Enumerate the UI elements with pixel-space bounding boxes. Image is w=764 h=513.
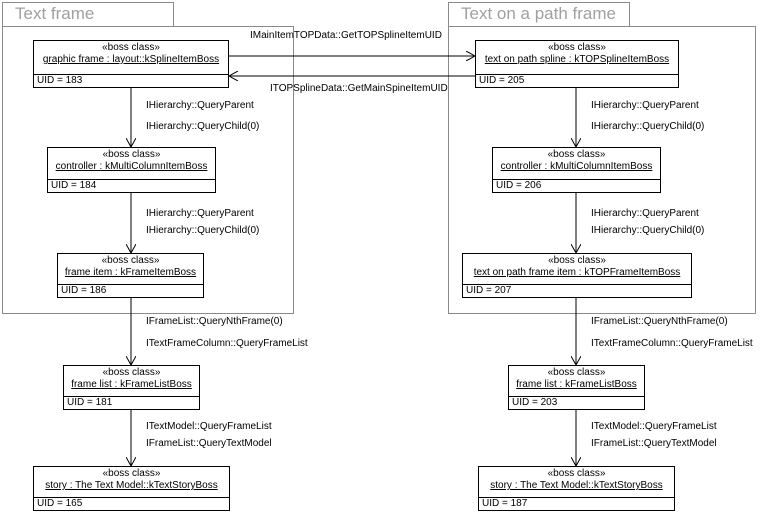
label-left-query-frame-list-col: ITextFrameColumn::QueryFrameList [146,338,308,349]
controller-left-box: «boss class» controller : kMultiColumnIt… [47,147,216,193]
label-left-query-parent-2: IHierarchy::QueryParent [146,208,254,219]
label-right-query-frame-list-model: ITextModel::QueryFrameList [591,421,717,432]
stereotype-label: «boss class» [547,149,606,160]
box-name: controller : kMultiColumnItemBoss [500,161,653,172]
box-uid: UID = 187 [479,497,674,510]
label-right-query-parent-2: IHierarchy::QueryParent [591,208,699,219]
label-right-query-text-model: IFrameList::QueryTextModel [591,438,717,449]
text-frame-title: Text frame [15,4,95,23]
graphic-frame-box: «boss class» graphic frame : layout::kSp… [33,40,229,88]
label-right-query-parent-1: IHierarchy::QueryParent [591,100,699,111]
frame-list-right-box: «boss class» frame list : kFrameListBoss… [508,365,645,410]
label-get-main-spline: ITOPSplineData::GetMainSpineItemUID [270,83,448,94]
stereotype-label: «boss class» [102,367,161,378]
box-name: text on path frame item : kTOPFrameItemB… [473,267,681,278]
stereotype-label: «boss class» [101,255,160,266]
text-frame-tab: Text frame [2,2,174,26]
box-uid: UID = 186 [58,284,203,297]
story-right-box: «boss class» story : The Text Model::kTe… [478,466,675,511]
stereotype-label: «boss class» [547,468,606,479]
box-name: controller : kMultiColumnItemBoss [55,161,208,172]
stereotype-label: «boss class» [548,42,606,53]
label-left-query-child-1: IHierarchy::QueryChild(0) [146,121,260,132]
story-left-box: «boss class» story : The Text Model::kTe… [33,466,230,511]
frame-item-box: «boss class» frame item : kFrameItemBoss… [57,253,204,298]
label-right-query-child-2: IHierarchy::QueryChild(0) [591,225,705,236]
stereotype-label: «boss class» [547,367,606,378]
box-name: graphic frame : layout::kSplineItemBoss [42,54,220,65]
box-uid: UID = 205 [476,74,678,87]
box-name: frame item : kFrameItemBoss [64,267,197,278]
box-uid: UID = 203 [509,396,644,409]
box-name: frame list : kFrameListBoss [71,379,192,390]
box-uid: UID = 184 [48,179,215,192]
stereotype-label: «boss class» [548,255,606,266]
box-name: story : The Text Model::kTextStoryBoss [490,480,663,491]
box-uid: UID = 183 [34,74,228,87]
text-frame-container [2,26,294,314]
frame-list-left-box: «boss class» frame list : kFrameListBoss… [63,365,200,410]
path-frame-item-box: «boss class» text on path frame item : k… [462,253,692,298]
path-frame-title: Text on a path frame [461,4,616,23]
box-uid: UID = 207 [463,284,691,297]
stereotype-label: «boss class» [102,149,161,160]
label-left-query-frame-list-model: ITextModel::QueryFrameList [146,421,272,432]
path-frame-container [448,26,756,314]
stereotype-label: «boss class» [102,42,160,53]
path-frame-tab: Text on a path frame [448,2,630,26]
label-right-query-nth-frame: IFrameList::QueryNthFrame(0) [591,316,728,327]
label-left-query-parent-1: IHierarchy::QueryParent [146,100,254,111]
box-uid: UID = 165 [34,497,229,510]
stereotype-label: «boss class» [102,468,161,479]
box-uid: UID = 181 [64,396,199,409]
controller-right-box: «boss class» controller : kMultiColumnIt… [492,147,661,193]
label-left-query-child-2: IHierarchy::QueryChild(0) [146,225,260,236]
label-right-query-frame-list-col: ITextFrameColumn::QueryFrameList [591,338,753,349]
box-name: story : The Text Model::kTextStoryBoss [45,480,218,491]
label-left-query-nth-frame: IFrameList::QueryNthFrame(0) [146,316,283,327]
label-right-query-child-1: IHierarchy::QueryChild(0) [591,121,705,132]
label-left-query-text-model: IFrameList::QueryTextModel [146,438,272,449]
box-name: text on path spline : kTOPSplineItemBoss [484,54,670,65]
box-uid: UID = 206 [493,179,660,192]
label-get-top-spline: IMainItemTOPData::GetTOPSplineItemUID [250,30,442,41]
box-name: frame list : kFrameListBoss [516,379,637,390]
path-spline-box: «boss class» text on path spline : kTOPS… [475,40,679,88]
